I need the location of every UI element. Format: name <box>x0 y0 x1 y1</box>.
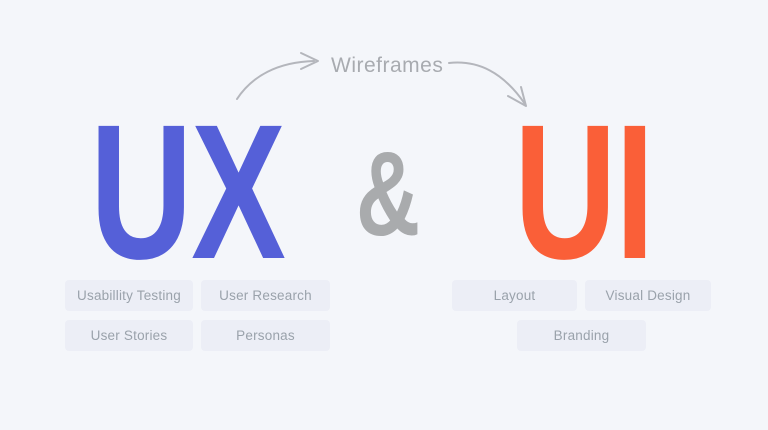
tag-layout: Layout <box>452 280 577 311</box>
tag-usability-testing: Usabillity Testing <box>65 280 193 311</box>
ui-heading: UI <box>514 84 655 299</box>
tag-visual-design: Visual Design <box>585 280 711 311</box>
tag-user-stories: User Stories <box>65 320 193 351</box>
tag-branding: Branding <box>517 320 646 351</box>
ux-heading: UX <box>90 84 286 299</box>
ampersand: & <box>356 127 421 261</box>
tag-user-research: User Research <box>201 280 330 311</box>
wireframes-label: Wireframes <box>331 54 444 77</box>
tag-personas: Personas <box>201 320 330 351</box>
